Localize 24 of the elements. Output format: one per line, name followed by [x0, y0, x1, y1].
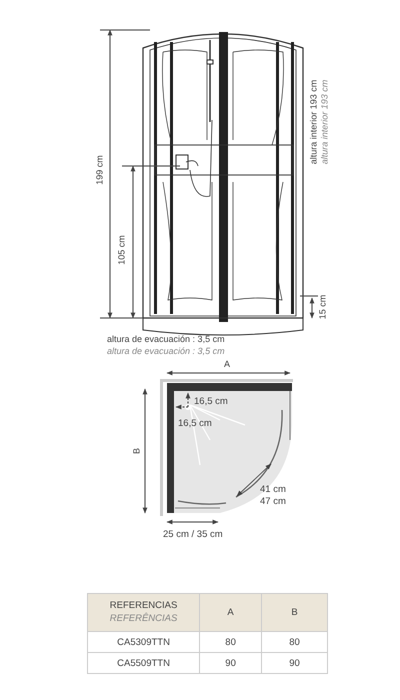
dimension-label: 47 cm	[260, 497, 286, 506]
dimension-label: 25 cm / 35 cm	[163, 530, 223, 540]
dimension-label: 16,5 cm	[194, 397, 228, 406]
header-text: REFERENCIAS	[108, 600, 178, 612]
dimension-label: altura interior 193 cm	[320, 80, 330, 164]
dimension-label: 41 cm	[260, 485, 286, 494]
dimension-label: altura interior 193 cm	[310, 80, 318, 164]
note-text: altura de evacuación : 3,5 cm	[107, 347, 225, 356]
note-text: altura de evacuación : 3,5 cm	[107, 335, 225, 344]
header-text: REFERÊNCIAS	[108, 612, 178, 625]
table-cell: CA5309TTN	[88, 632, 200, 652]
dimension-label: 199 cm	[96, 155, 104, 185]
dimension-label: 105 cm	[118, 235, 126, 265]
dimension-label: 15 cm	[318, 294, 328, 320]
dimension-label: B	[132, 448, 142, 454]
dimension-label: A	[224, 360, 230, 369]
table-cell: CA5509TTN	[88, 652, 200, 674]
table-cell: 90	[262, 652, 328, 674]
table-header-cell: B	[262, 594, 328, 632]
table-cell: 90	[200, 652, 262, 674]
dimension-label: 16,5 cm	[178, 419, 212, 428]
table-header-cell: A	[200, 594, 262, 632]
table-cell: 80	[262, 632, 328, 652]
table-cell: 80	[200, 632, 262, 652]
